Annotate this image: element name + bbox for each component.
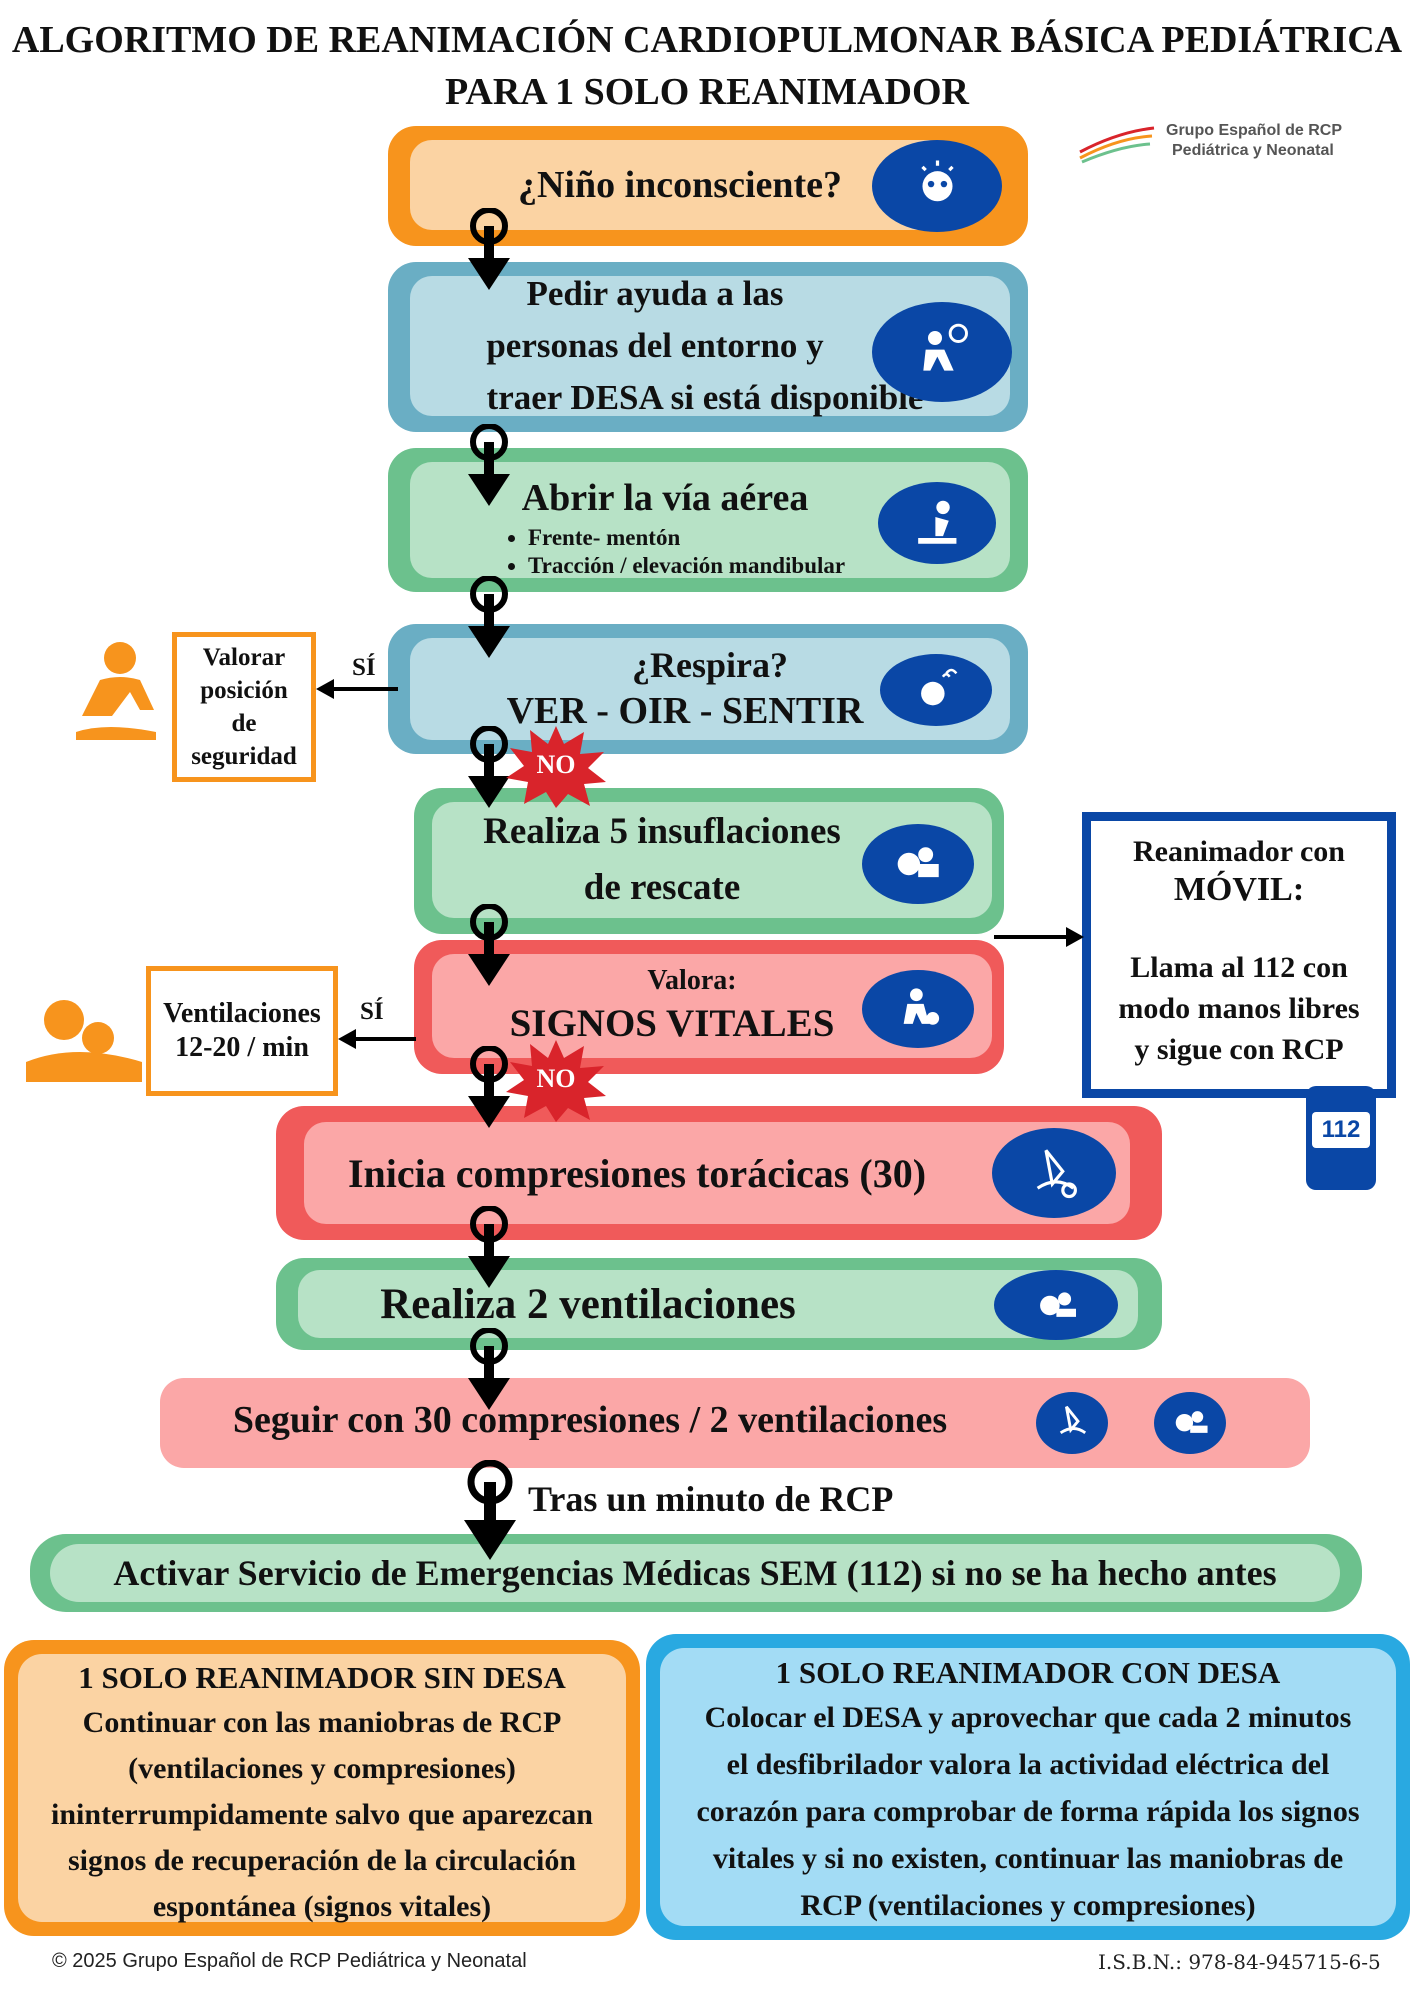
flow-arrow-4 bbox=[468, 726, 510, 808]
position-line-4: seguridad bbox=[191, 743, 297, 770]
cycle-ventilation-icon bbox=[1154, 1392, 1226, 1454]
aed-line-1: Colocar el DESA y aprovechar que cada 2 … bbox=[704, 1701, 1352, 1734]
flow-arrow-9 bbox=[464, 1460, 516, 1560]
footer-isbn: I.S.B.N.: 978-84-945715-6-5 bbox=[1098, 1950, 1381, 1974]
cycle-compression-icon bbox=[1036, 1392, 1108, 1454]
mobile-body-3: y sigue con RCP bbox=[1134, 1033, 1344, 1066]
no-aed-title: 1 SOLO REANIMADOR SIN DESA bbox=[78, 1660, 566, 1695]
no-aed-line-2: (ventilaciones y compresiones) bbox=[128, 1752, 516, 1785]
step-help-line-1: Pedir ayuda a las bbox=[526, 274, 784, 313]
vital-signs-check-icon bbox=[862, 970, 974, 1048]
title-line-2: PARA 1 SOLO REANIMADOR bbox=[445, 71, 969, 113]
no-aed-line-1: Continuar con las maniobras de RCP bbox=[82, 1706, 562, 1739]
arrow-to-mobile bbox=[994, 927, 1084, 947]
no-aed-line-5: espontánea (signos vitales) bbox=[152, 1890, 492, 1923]
step-vitals: Valora: SIGNOS VITALES bbox=[414, 940, 1004, 1074]
step-unconscious-text: ¿Niño inconsciente? bbox=[517, 164, 843, 206]
yes-label-vitals: SÍ bbox=[360, 998, 384, 1025]
no-starburst-breathing: NO bbox=[506, 726, 606, 808]
step-vitals-line-1: Valora: bbox=[647, 965, 737, 996]
flow-arrow-1 bbox=[468, 208, 510, 290]
flow-arrow-6 bbox=[468, 1046, 510, 1128]
step-rescue-line-2: de rescate bbox=[583, 867, 741, 908]
step-help: Pedir ayuda a las personas del entorno y… bbox=[388, 262, 1028, 432]
step-airway: Abrir la vía aérea Frente- mentón Tracci… bbox=[388, 448, 1028, 592]
after-minute-label: Tras un minuto de RCP bbox=[528, 1479, 894, 1519]
step-rescue-line-1: Realiza 5 insuflaciones bbox=[483, 811, 841, 852]
mobile-box: Reanimador con MÓVIL: Llama al 112 con m… bbox=[1082, 812, 1396, 1098]
step-breathing-line-2: VER - OIR - SENTIR bbox=[506, 690, 864, 732]
flow-arrow-7 bbox=[468, 1206, 510, 1288]
aed-line-4: vitales y si no existen, continuar las m… bbox=[712, 1842, 1344, 1875]
aed-line-3: corazón para comprobar de forma rápida l… bbox=[696, 1795, 1360, 1828]
step-compressions: Inicia compresiones torácicas (30) bbox=[276, 1106, 1162, 1240]
step-activate: Activar Servicio de Emergencias Médicas … bbox=[30, 1534, 1362, 1612]
aed-title: 1 SOLO REANIMADOR CON DESA bbox=[775, 1655, 1281, 1690]
no-label-vitals: NO bbox=[536, 1064, 576, 1093]
mobile-body-1: Llama al 112 con bbox=[1130, 951, 1348, 984]
check-breathing-icon bbox=[880, 654, 992, 726]
ventilations-line-1: Ventilaciones bbox=[163, 998, 321, 1029]
chest-compression-icon bbox=[992, 1128, 1116, 1218]
no-label-breathing: NO bbox=[536, 750, 576, 779]
infant-ventilation-icon bbox=[26, 1000, 142, 1082]
step-activate-text: Activar Servicio de Emergencias Médicas … bbox=[113, 1553, 1277, 1593]
airway-maneuver-icon bbox=[878, 482, 996, 564]
ventilation-icon bbox=[994, 1270, 1118, 1340]
position-line-1: Valorar bbox=[202, 644, 286, 671]
step-help-line-2: personas del entorno y bbox=[486, 326, 824, 365]
aed-line-2: el desfibrilador valora la actividad elé… bbox=[726, 1748, 1330, 1781]
starburst-icon bbox=[506, 1040, 606, 1122]
flow-arrow-5 bbox=[468, 904, 510, 986]
position-line-2: posición bbox=[200, 677, 288, 704]
step-breathing: ¿Respira? VER - OIR - SENTIR bbox=[388, 624, 1028, 754]
ventilations-box: Ventilaciones 12-20 / min bbox=[146, 966, 338, 1096]
phone-112-icon: 112 bbox=[1306, 1086, 1376, 1190]
step-help-line-3: traer DESA si está disponible bbox=[486, 378, 924, 417]
recovery-position-icon bbox=[76, 642, 156, 740]
airway-bullets: Frente- mentón Tracción / elevación mand… bbox=[528, 524, 1010, 580]
step-breathing-line-1: ¿Respira? bbox=[632, 645, 788, 685]
no-aed-line-3: ininterrumpidamente salvo que aparezcan bbox=[51, 1798, 593, 1831]
step-rescue: Realiza 5 insuflaciones de rescate bbox=[414, 788, 1004, 934]
position-box: Valorar posición de seguridad bbox=[172, 632, 316, 782]
yes-label-breathing: SÍ bbox=[352, 654, 376, 681]
logo: Grupo Español de RCP Pediátrica y Neonat… bbox=[1078, 118, 1408, 172]
aed-panel: 1 SOLO REANIMADOR CON DESA Colocar el DE… bbox=[646, 1634, 1410, 1940]
flow-arrow-8 bbox=[468, 1328, 510, 1410]
mobile-title-1: Reanimador con bbox=[1133, 835, 1345, 868]
step-cycle-text: Seguir con 30 compresiones / 2 ventilaci… bbox=[232, 1399, 948, 1441]
ventilations-line-2: 12-20 / min bbox=[175, 1032, 309, 1063]
step-ventilations-text: Realiza 2 ventilaciones bbox=[380, 1280, 796, 1328]
phone-call-rescuer-icon bbox=[872, 302, 1012, 402]
starburst-icon bbox=[506, 726, 606, 808]
step-ventilations: Realiza 2 ventilaciones bbox=[276, 1258, 1162, 1350]
logo-line-2: Pediátrica y Neonatal bbox=[1172, 142, 1334, 159]
flow-arrow-3 bbox=[468, 576, 510, 658]
step-compressions-text: Inicia compresiones torácicas (30) bbox=[347, 1150, 927, 1196]
logo-swoosh-icon bbox=[1079, 126, 1155, 164]
step-unconscious: ¿Niño inconsciente? bbox=[388, 126, 1028, 246]
no-aed-line-4: signos de recuperación de la circulación bbox=[67, 1844, 577, 1877]
aed-line-5: RCP (ventilaciones y compresiones) bbox=[800, 1889, 1256, 1922]
arrow-to-ventilations bbox=[338, 1029, 416, 1049]
unconscious-child-icon bbox=[872, 140, 1002, 232]
footer-copyright: © 2025 Grupo Español de RCP Pediátrica y… bbox=[52, 1950, 527, 1972]
no-aed-panel: 1 SOLO REANIMADOR SIN DESA Continuar con… bbox=[4, 1640, 640, 1936]
step-cycle: Seguir con 30 compresiones / 2 ventilaci… bbox=[160, 1378, 1310, 1468]
position-line-3: de bbox=[231, 710, 257, 737]
title-line-1: ALGORITMO DE REANIMACIÓN CARDIOPULMONAR … bbox=[11, 19, 1403, 61]
arrow-to-position bbox=[316, 679, 398, 699]
step-vitals-line-2: SIGNOS VITALES bbox=[509, 1002, 835, 1045]
mobile-title-2: MÓVIL: bbox=[1173, 871, 1305, 908]
mobile-body-2: modo manos libres bbox=[1118, 992, 1360, 1025]
rescue-breath-icon bbox=[862, 824, 974, 904]
airway-bullet-1: Frente- mentón bbox=[528, 524, 1010, 552]
airway-bullet-2: Tracción / elevación mandibular bbox=[528, 552, 1010, 580]
logo-line-1: Grupo Español de RCP bbox=[1166, 122, 1343, 139]
flow-arrow-2 bbox=[468, 424, 510, 506]
step-airway-title: Abrir la vía aérea bbox=[521, 477, 809, 519]
no-starburst-vitals: NO bbox=[506, 1040, 606, 1122]
